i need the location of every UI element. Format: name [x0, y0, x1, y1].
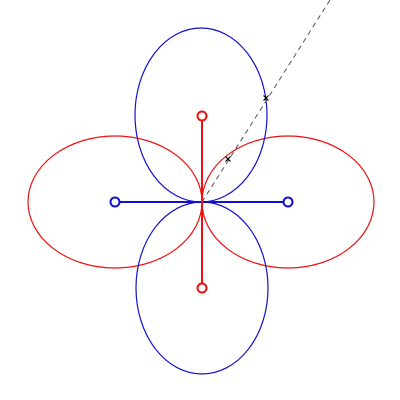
- right-blue-endpoint: [282, 196, 294, 208]
- x-marker-lower: [225, 156, 231, 162]
- x-marker-upper: [263, 95, 269, 101]
- dashed-diagonal-line: [201, 0, 331, 203]
- bottom-red-endpoint: [196, 282, 208, 294]
- top-red-endpoint: [196, 110, 208, 122]
- left-blue-endpoint: [109, 196, 121, 208]
- vertical-axis-segment: [196, 110, 208, 294]
- diagonal-markers: [225, 95, 269, 162]
